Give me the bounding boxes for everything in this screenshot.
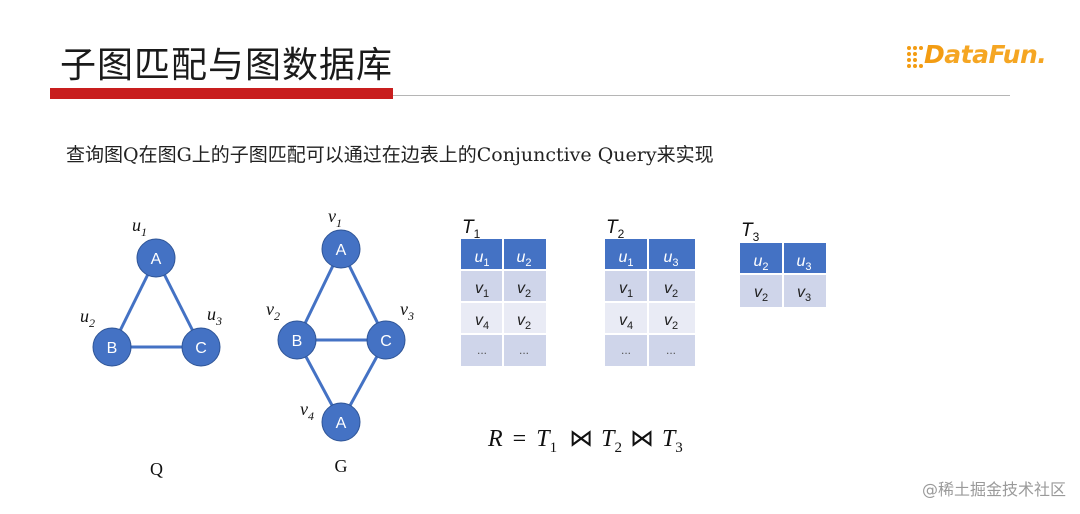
header-cell: u3 bbox=[796, 253, 811, 273]
table-cell: ... bbox=[621, 343, 631, 357]
logo-initial: D bbox=[924, 40, 945, 69]
g-node-text: B bbox=[292, 333, 303, 350]
q-node-circle bbox=[92, 327, 132, 367]
g-node-circle bbox=[366, 320, 406, 360]
table-cell: v2 bbox=[754, 284, 768, 304]
g-node-var: v3 bbox=[400, 299, 414, 323]
g-node-v2: B v2 bbox=[266, 299, 317, 360]
table-cell: ... bbox=[666, 343, 676, 357]
g-node-text: A bbox=[336, 415, 347, 432]
edge-table-t3: T3 u2 u3 v2 v3 bbox=[740, 220, 826, 307]
edge-table-t2: T2 u1 u3 v1 v2 v4 v2 ... ... bbox=[605, 217, 695, 366]
q-node-text: A bbox=[151, 251, 162, 268]
table-cell: v1 bbox=[619, 280, 633, 300]
formula-text: R=T1⋈T2⋈T3 bbox=[487, 426, 683, 456]
q-node-circle bbox=[181, 327, 221, 367]
watermark: @稀土掘金技术社区 bbox=[921, 480, 1066, 499]
q-graph-name: Q bbox=[150, 459, 163, 479]
table-name: T1 bbox=[462, 217, 481, 241]
title-accent-bar bbox=[50, 88, 393, 99]
g-node-text: A bbox=[336, 242, 347, 259]
g-node-circle bbox=[321, 229, 361, 269]
g-graph-name: G bbox=[335, 456, 348, 476]
logo-wordmark: DataFun. bbox=[924, 40, 1047, 69]
logo-dots-icon bbox=[907, 46, 923, 68]
intro-text: 查询图Q在图G上的子图匹配可以通过在边表上的Conjunctive Query来… bbox=[66, 144, 714, 166]
table-cell: ... bbox=[519, 343, 529, 357]
table-cell: v2 bbox=[517, 312, 531, 332]
g-node-var: v1 bbox=[328, 206, 342, 230]
g-node-v4: A v4 bbox=[300, 399, 361, 442]
logo-rest: ataFun. bbox=[944, 40, 1047, 69]
table-cell: v4 bbox=[619, 312, 633, 332]
table-cell: v2 bbox=[517, 280, 531, 300]
g-node-v3: C v3 bbox=[366, 299, 414, 360]
table-header-row bbox=[605, 239, 695, 270]
table-cell: v3 bbox=[797, 284, 811, 304]
header-cell: u1 bbox=[618, 249, 633, 269]
q-node-circle bbox=[136, 238, 176, 278]
g-node-v1: A v1 bbox=[321, 206, 361, 269]
q-node-var: u1 bbox=[132, 215, 147, 239]
g-node-circle bbox=[277, 320, 317, 360]
q-node-u1: A u1 bbox=[132, 215, 176, 278]
table-row bbox=[605, 334, 695, 366]
table-row bbox=[605, 270, 695, 302]
q-node-var: u3 bbox=[207, 304, 222, 328]
table-name: T3 bbox=[741, 220, 760, 244]
g-node-circle bbox=[321, 402, 361, 442]
q-node-var: u2 bbox=[80, 306, 95, 330]
join-formula: R=T1⋈T2⋈T3 bbox=[487, 426, 683, 456]
g-node-var: v2 bbox=[266, 299, 280, 323]
q-node-u2: B u2 bbox=[80, 306, 132, 367]
header-cell: u2 bbox=[753, 253, 768, 273]
q-node-text: C bbox=[195, 340, 207, 357]
table-name: T2 bbox=[606, 217, 625, 241]
slide-title: 子图匹配与图数据库 bbox=[60, 45, 394, 86]
q-node-u3: C u3 bbox=[181, 304, 222, 367]
query-graph: A u1 B u2 C u3 Q bbox=[80, 215, 222, 479]
table-row bbox=[605, 302, 695, 334]
table-cell: v1 bbox=[475, 280, 489, 300]
title-divider bbox=[393, 95, 1010, 96]
header-cell: u1 bbox=[474, 249, 489, 269]
table-cell: ... bbox=[477, 343, 487, 357]
data-graph: A v1 B v2 C v3 A v4 G bbox=[266, 206, 414, 476]
g-node-var: v4 bbox=[300, 399, 314, 423]
edge-table-t1: T1 u1 u2 v1 v2 v4 v2 ... ... bbox=[461, 217, 546, 366]
header-cell: u2 bbox=[516, 249, 531, 269]
g-node-text: C bbox=[380, 333, 392, 350]
q-node-text: B bbox=[107, 340, 118, 357]
table-cell: v2 bbox=[664, 312, 678, 332]
datafun-logo bbox=[905, 38, 1045, 78]
header-cell: u3 bbox=[663, 249, 678, 269]
table-cell: v4 bbox=[475, 312, 489, 332]
table-cell: v2 bbox=[664, 280, 678, 300]
